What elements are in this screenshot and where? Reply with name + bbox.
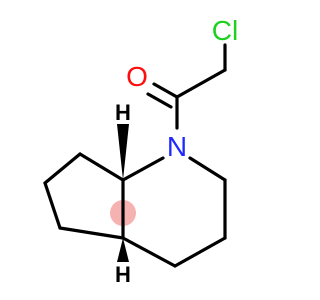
bond-n-c2 xyxy=(188,156,227,182)
bond-c7a-n xyxy=(121,156,165,182)
bond-c7-c6 xyxy=(43,152,82,185)
bond-carbonyl-double-1 xyxy=(152,82,179,99)
structure-svg: Cl O N H H xyxy=(43,15,238,287)
bond-c3-c4 xyxy=(173,236,227,268)
stereo-wedge-top xyxy=(117,124,129,180)
hydrogen-label-top: H xyxy=(115,100,131,125)
bond-carbonyl-double-2 xyxy=(146,92,173,109)
bond-c6-c5 xyxy=(43,181,62,230)
chlorine-label: Cl xyxy=(212,15,238,46)
bond-ch2-carbonyl xyxy=(175,68,227,99)
bond-c7a-c7 xyxy=(78,152,125,182)
molecule-diagram: Cl O N H H xyxy=(43,15,238,287)
nitrogen-label: N xyxy=(167,131,187,162)
stereo-wedge-bottom xyxy=(117,238,129,262)
bond-c5-c4a xyxy=(58,226,125,240)
bond-c4-c4a xyxy=(121,236,177,268)
hydrogen-label-bottom: H xyxy=(115,262,131,287)
oxygen-label: O xyxy=(126,61,148,92)
